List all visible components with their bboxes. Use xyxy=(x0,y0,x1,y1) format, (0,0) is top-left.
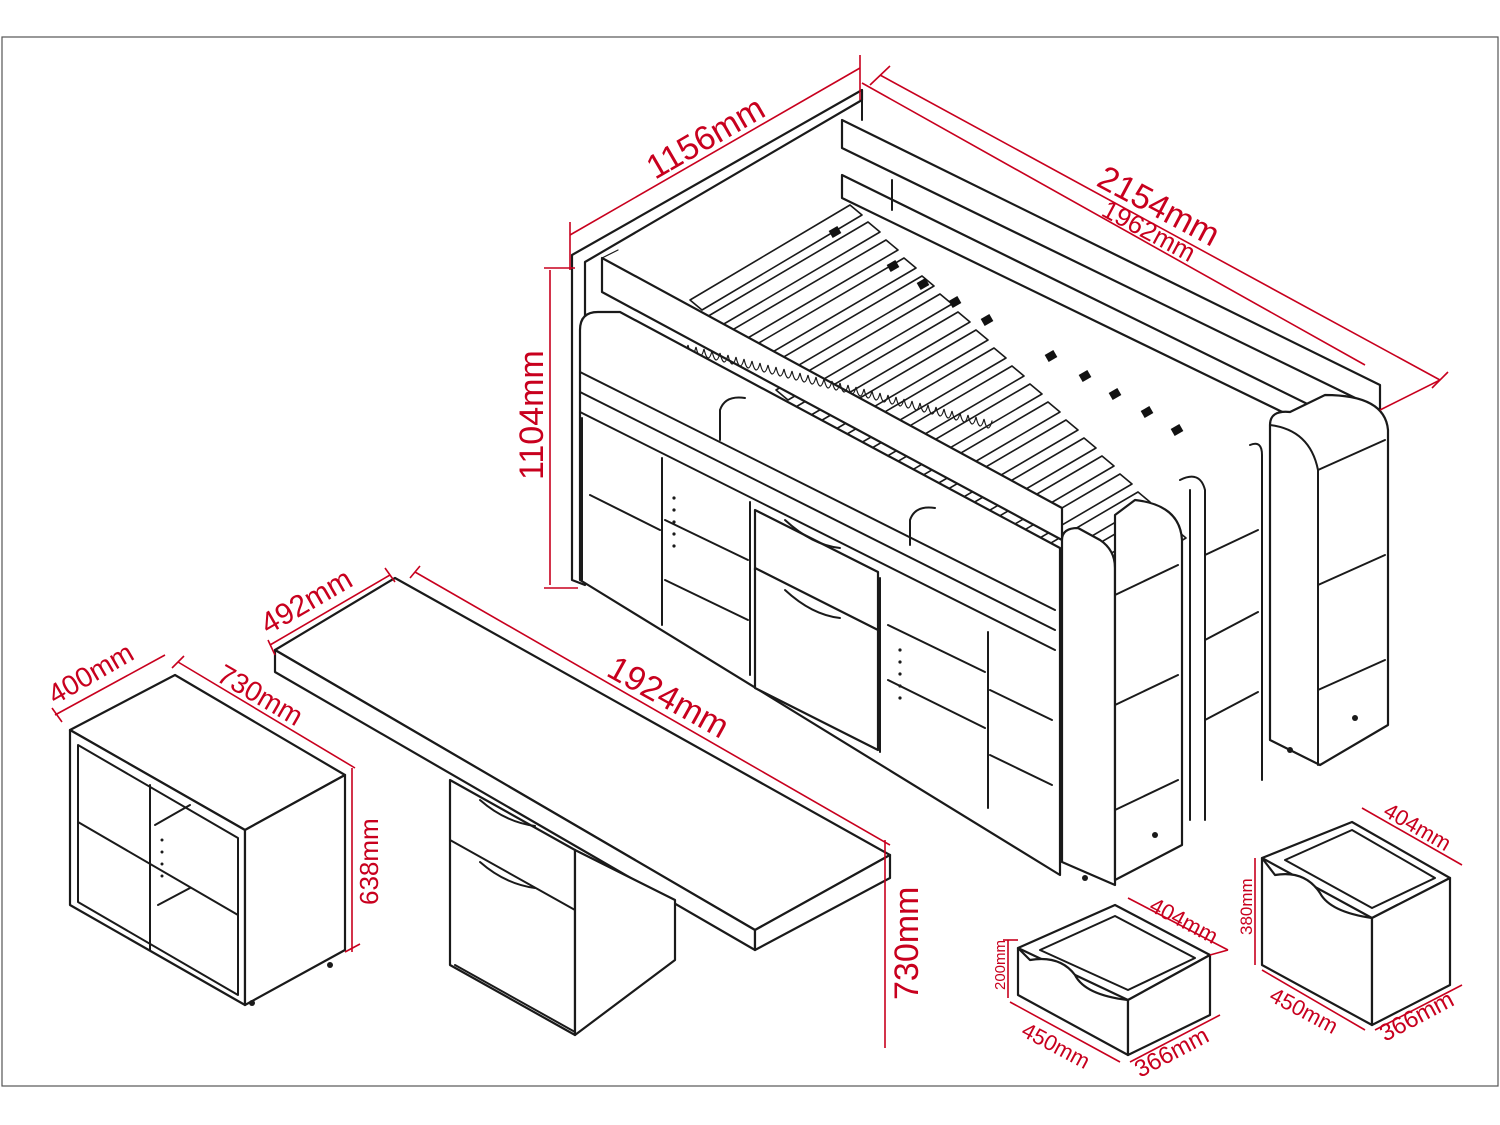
diagram-border xyxy=(1,36,1499,1087)
drawer-small xyxy=(1016,903,1212,1057)
cabinet-side xyxy=(243,773,347,1007)
drawer-large-side xyxy=(1370,876,1452,1027)
cabinet-depth-label: 400mm xyxy=(43,637,139,711)
desk-height-label: 730mm xyxy=(888,887,926,1000)
bed-ladder xyxy=(1179,442,1263,821)
bed-foot-panel xyxy=(1060,526,1117,887)
bed-side-shelf xyxy=(1268,393,1390,767)
extendable-desk xyxy=(273,576,892,1037)
drawer-large-height-label: 380mm xyxy=(1237,878,1256,935)
bed-height-label: 1104mm xyxy=(513,350,551,480)
drawer-small-side xyxy=(1126,953,1212,1057)
bed-width-label: 1156mm xyxy=(640,89,771,187)
dimension-lines xyxy=(51,55,1463,1063)
drawer-small-height-label: 200mm xyxy=(992,940,1009,990)
mid-sleeper-bed xyxy=(570,88,1390,887)
desk-side-edge xyxy=(753,853,892,952)
desk-pedestal-side xyxy=(573,848,677,1037)
bed-end-shelf xyxy=(1113,498,1184,882)
cabinet-height-label: 638mm xyxy=(354,818,384,905)
storage-cube-cabinet xyxy=(68,673,347,1007)
drawer-large xyxy=(1260,820,1452,1027)
bed-lower-unit xyxy=(578,310,1062,877)
